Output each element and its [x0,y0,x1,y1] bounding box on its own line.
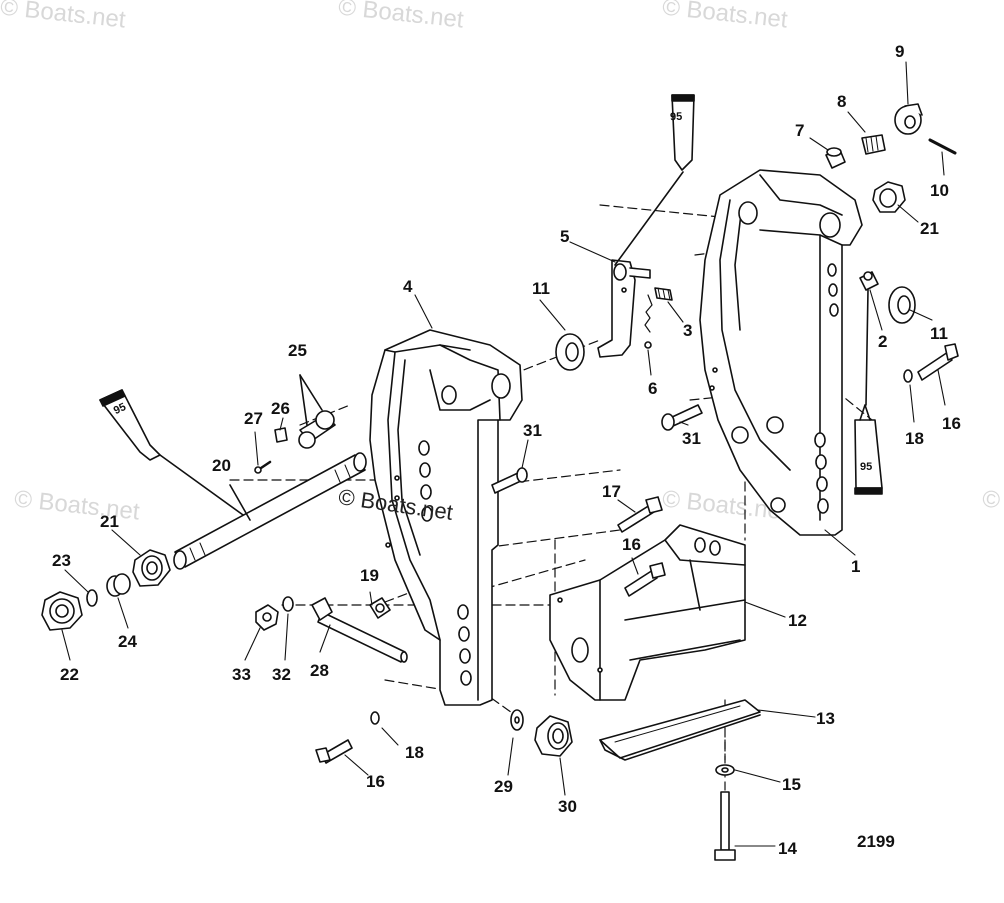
callout-22: 22 [60,665,79,684]
lubricant-tube-top [614,94,695,266]
callout-17: 17 [602,482,621,501]
left-clamp-bracket [369,329,523,706]
bushing-24 [106,573,131,597]
tube-label-top: 95 [669,110,683,124]
bolt-31-right [661,404,703,431]
bolt-31-left [491,467,528,494]
diagram-number: 2199 [857,832,895,851]
washer-18-right [903,369,913,383]
spring-6 [644,294,653,349]
spring-3 [654,287,673,301]
bolt-14 [714,791,736,861]
callout-23: 23 [52,551,71,570]
callout-33: 33 [232,665,251,684]
callout-16-right: 16 [942,414,961,433]
callout-32: 32 [272,665,291,684]
lubricant-tube-left [99,389,251,521]
callout-18-left: 18 [405,743,424,762]
leader-lines [61,61,946,847]
callout-16-mid: 16 [622,535,641,554]
callout-30: 30 [558,797,577,816]
callout-3: 3 [683,321,693,340]
bolt-17 [617,496,663,533]
callout-4: 4 [403,277,413,296]
callout-25: 25 [288,341,307,360]
callout-28: 28 [310,661,329,680]
callout-10: 10 [930,181,949,200]
transom-bracket [549,524,746,701]
nut-30 [534,715,573,757]
callout-6: 6 [648,379,658,398]
callout-29: 29 [494,777,513,796]
lubricant-tube-right [854,289,883,495]
callout-21-right: 21 [920,219,939,238]
callout-20: 20 [212,456,231,475]
bolt-16-mid [624,562,666,597]
callout-11-right: 11 [930,324,948,343]
callout-5: 5 [560,227,570,246]
callout-27: 27 [244,409,263,428]
callout-2: 2 [878,332,888,351]
tube-label-right: 95 [860,461,873,473]
callout-18-right: 18 [905,429,924,448]
washer-23 [86,589,98,607]
knob-9 [894,103,923,135]
washer-29 [510,709,524,731]
callout-1: 1 [851,557,861,576]
callout-31-right: 31 [682,429,701,448]
pin-10 [928,138,957,155]
bushing-7 [825,147,846,169]
callout-9: 9 [895,42,905,61]
clip-26 [274,427,288,443]
bolt-16-left [315,739,353,764]
bolt-28 [311,597,408,663]
washer-32 [282,596,294,612]
washer-11-left [555,333,585,371]
callout-11-left: 11 [532,279,550,298]
fitting-2 [859,271,879,291]
screw-27 [254,460,272,474]
nut-21-left [132,549,171,587]
callout-8: 8 [837,92,847,111]
tilt-tube [173,452,367,570]
nut-33 [255,604,279,631]
nut-19 [369,597,391,619]
callout-7: 7 [795,121,805,140]
pivot-plate [599,699,761,761]
callout-15: 15 [782,775,801,794]
washer-15 [715,764,735,776]
callout-26: 26 [271,399,290,418]
callout-14: 14 [778,839,797,858]
callout-21-left: 21 [100,512,119,531]
tilt-lever [597,259,651,358]
bolt-16-right [917,343,959,381]
callout-24: 24 [118,632,137,651]
washer-18-left [370,711,380,725]
callout-19: 19 [360,566,379,585]
washer-11-right [888,286,916,324]
nut-22 [41,591,83,631]
right-clamp-bracket [699,169,863,536]
cable-clamp-25 [298,374,336,449]
callout-12: 12 [788,611,807,630]
callout-16-left: 16 [366,772,385,791]
callout-13: 13 [816,709,835,728]
callout-31-left: 31 [523,421,542,440]
spring-8 [861,134,886,155]
